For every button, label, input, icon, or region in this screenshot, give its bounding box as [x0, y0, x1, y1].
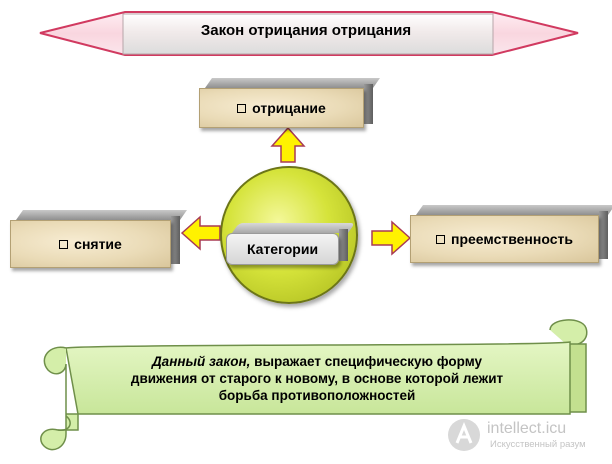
box-sublation-label: снятие [74, 236, 122, 252]
box-negation-face: отрицание [199, 88, 364, 128]
bullet-icon [59, 239, 69, 249]
scroll-line2: движения от старого к новому, в основе к… [130, 371, 504, 386]
center-box: Категории [226, 223, 356, 265]
scroll-text: Данный закон, выражает специфическую фор… [82, 353, 552, 404]
scroll-lead: Данный закон, [151, 354, 251, 369]
page-title: Закон отрицания отрицания [200, 22, 412, 39]
watermark-tagline: Искусственный разум [490, 439, 586, 450]
title-banner [39, 11, 579, 56]
arrow-up-icon [270, 126, 306, 163]
box-negation: отрицание [199, 78, 381, 128]
watermark-logo-icon [448, 419, 480, 451]
center-label: Категории [226, 233, 339, 265]
scroll-line1: выражает специфическую форму [250, 354, 483, 369]
box-continuity-face: преемственность [410, 215, 599, 263]
scroll-banner [40, 319, 588, 451]
box-negation-label: отрицание [252, 100, 326, 116]
box-sublation: снятие [10, 210, 188, 268]
box-sublation-face: снятие [10, 220, 171, 268]
box-continuity: преемственность [410, 205, 612, 263]
arrow-left-icon [180, 215, 221, 251]
bullet-icon [237, 103, 247, 113]
box-continuity-label: преемственность [451, 231, 573, 247]
bullet-icon [436, 234, 446, 244]
scroll-line3: борьба противоположностей [218, 388, 416, 403]
watermark-site: intellect.icu [487, 420, 567, 437]
arrow-right-icon [371, 220, 412, 256]
